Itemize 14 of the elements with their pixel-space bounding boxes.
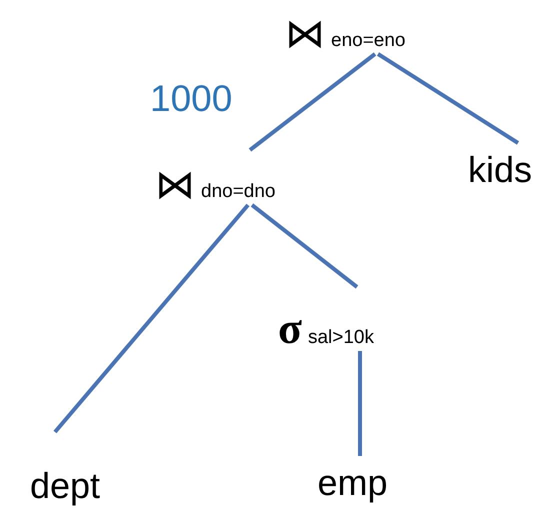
relation-name: emp [317,465,388,501]
selection-condition: sal>10k [308,327,374,349]
relation-name: kids [468,152,532,188]
tree-edge [250,203,358,289]
join-symbol: ⋈ [155,165,195,205]
join-symbol: ⋈ [285,14,325,54]
relation-name: dept [30,468,100,504]
selection-symbol: σ [278,307,302,351]
tree-edge [248,52,376,152]
join-condition: eno=eno [331,30,406,52]
join-condition: dno=dno [201,181,276,203]
tree-edge [358,351,362,456]
tree-edge [376,52,520,145]
tree-edge [53,204,250,434]
